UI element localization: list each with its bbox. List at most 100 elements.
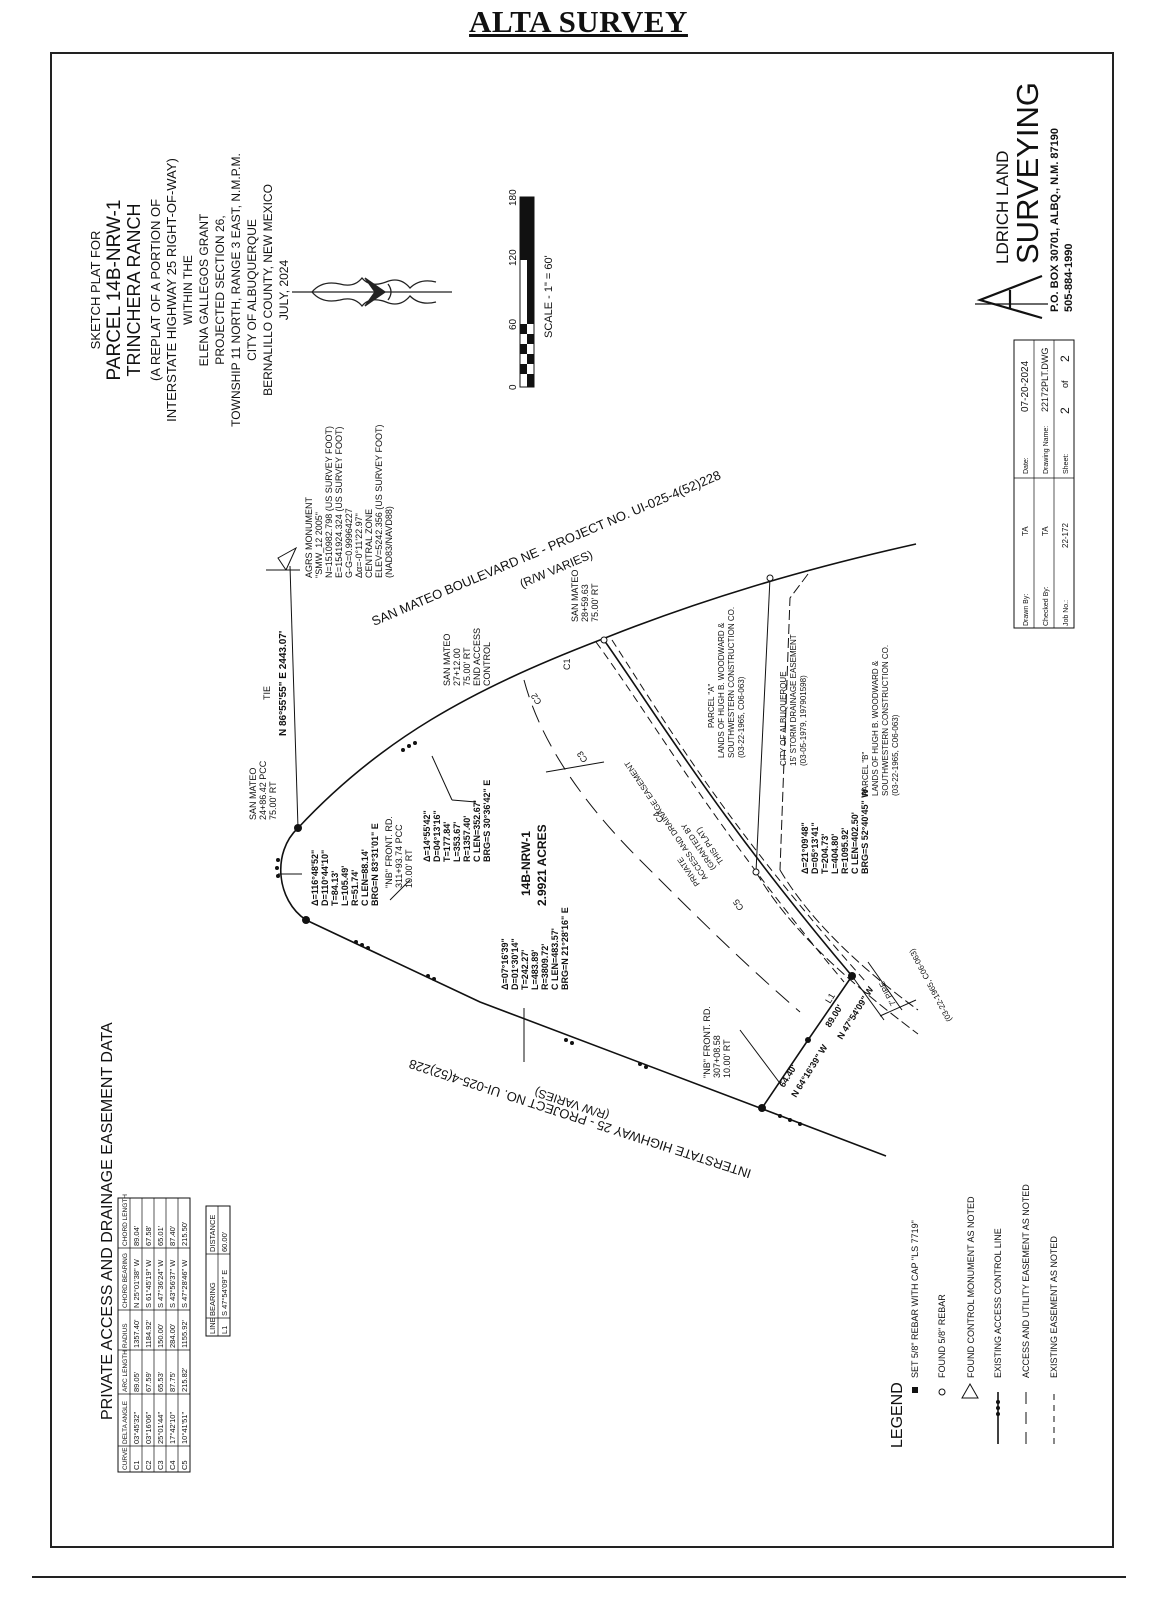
drawing-info-block: Drawn By: TA Checked By: TA Job No.: 22-… — [1013, 339, 1075, 629]
monument-line: CENTRAL ZONE — [364, 509, 374, 578]
curve-value: BRG=S 52°40'45" W — [860, 789, 870, 874]
table-cell: C4 — [168, 1460, 177, 1470]
title-line: WITHIN THE — [181, 255, 195, 325]
title-line: PROJECTED SECTION 26, — [213, 215, 227, 364]
table-cell: 17°42'10" — [168, 1412, 177, 1444]
title-line: TOWNSHIP 11 NORTH, RANGE 3 EAST, N.M.P.M… — [229, 153, 243, 427]
pipe-text: (03-22-1965, C06-063) — [907, 947, 953, 1023]
storm-drainage-line — [779, 869, 919, 1011]
station-labels: SAN MATEO 24+86.42 PCC 75.00' RT SAN MAT… — [248, 570, 732, 1078]
info-value: 22-172 — [1061, 523, 1070, 548]
parcel-b-line: (03-22-1965, C06-063) — [891, 714, 900, 796]
table-title: PRIVATE ACCESS AND DRAINAGE EASEMENT DAT… — [99, 1022, 116, 1420]
curve-value: R=1095.92' — [840, 828, 850, 874]
curve-value: Δ=14°55'42" — [422, 810, 432, 862]
curve-value: Δ=07°16'39" — [500, 938, 510, 990]
table-cell: 03°45'32" — [132, 1412, 141, 1444]
company-name-bottom: SURVEYING — [1010, 82, 1045, 264]
table-cell: S 47°54'09" E — [220, 1270, 229, 1316]
legend-item: EXISTING ACCESS CONTROL LINE — [993, 1228, 1003, 1378]
info-value: of — [1060, 380, 1070, 388]
table-cell: 215.50' — [180, 1221, 189, 1246]
curve-value: L=105.49' — [340, 866, 350, 906]
table-cell: CURVE — [122, 1447, 129, 1470]
table-cell: 215.82' — [180, 1367, 189, 1392]
title-line: INTERSTATE HIGHWAY 25 RIGHT-OF-WAY) — [164, 158, 179, 422]
city-line: (03-05-1979, 197901598) — [799, 675, 808, 766]
info-label: Drawing Name: — [1043, 426, 1050, 474]
info-label: Date: — [1023, 457, 1030, 474]
station-line: 24+86.42 PCC — [258, 760, 268, 820]
curve-tag-c1: C1 — [562, 658, 572, 670]
table-cell: C5 — [180, 1460, 189, 1470]
info-value: TA — [1021, 526, 1030, 536]
legend-item: ACCESS AND UTILITY EASEMENT AS NOTED — [1021, 1184, 1031, 1378]
table-cell: 60.00' — [220, 1231, 229, 1252]
curve-value: D=01°30'14" — [510, 938, 520, 990]
private-easement-text: ACCESS AND DRAINAGE EASEMENT — [623, 759, 710, 882]
info-value: TA — [1041, 526, 1050, 536]
set-rebar-icon — [912, 1387, 918, 1393]
title-line: BERNALILLO COUNTY, NEW MEXICO — [261, 184, 275, 396]
legend-title: LEGEND — [889, 1382, 906, 1448]
title-line: PARCEL 14B-NRW-1 — [104, 200, 125, 381]
parcel-b-line: SOUTHWESTERN CONSTRUCTION CO. — [881, 645, 890, 796]
company-name-top: LDRICH LAND — [993, 151, 1012, 264]
knuckle-curve — [279, 827, 307, 921]
parcel-b-line: LANDS OF HUGH B. WOODWARD & — [871, 660, 880, 796]
surveying-logo-icon — [975, 274, 1048, 320]
title-line: JULY, 2024 — [277, 260, 291, 321]
table-cell: 87.75' — [168, 1371, 177, 1392]
parcel-a-line: PARCEL "A" — [707, 683, 716, 728]
monument-line: Δα=-0°11'22.97" — [354, 513, 364, 578]
table-cell: 65.53' — [156, 1371, 165, 1392]
curve-tag-c3: C3 — [575, 749, 590, 764]
legend-item: EXISTING EASEMENT AS NOTED — [1049, 1236, 1059, 1378]
storm-drainage-line — [755, 577, 771, 873]
curve-value: C LEN=88.14' — [360, 849, 370, 906]
table-cell: 87.40' — [168, 1225, 177, 1246]
pipe-easement-line — [867, 961, 917, 1017]
private-easement-line — [523, 679, 801, 1013]
info-label: Job No.: — [1063, 600, 1070, 626]
easement-data-table: PRIVATE ACCESS AND DRAINAGE EASEMENT DAT… — [99, 1022, 191, 1473]
station-line: SAN MATEO — [442, 634, 452, 686]
table-cell: CHORD BEARING — [122, 1253, 129, 1308]
station-line: 75.00' RT — [462, 647, 472, 686]
city-line: 15' STORM DRAINAGE EASEMENT — [789, 634, 798, 766]
easement-line — [595, 641, 845, 983]
station-line: 75.00' RT — [590, 583, 600, 622]
info-label: Checked By: — [1043, 586, 1050, 626]
table-cell: 65.01' — [156, 1225, 165, 1246]
info-value: 2 — [1058, 355, 1072, 362]
info-value: 07-20-2024 — [1020, 360, 1031, 412]
curve-value: D=04°13'16" — [432, 810, 442, 862]
easement-labels: PRIVATE ACCESS AND DRAINAGE EASEMENT (GR… — [623, 759, 954, 1023]
scale-label: SCALE - 1" = 60' — [543, 255, 555, 338]
city-line: CITY OF ALBUQUERQUE — [779, 671, 788, 766]
title-line: (A REPLAT OF A PORTION OF — [148, 199, 163, 381]
legend-item: FOUND 5/8" REBAR — [937, 1294, 947, 1378]
table-cell: C2 — [144, 1460, 153, 1470]
monument-line: G-G=0.99964227 — [344, 508, 354, 578]
plat-title-block: SKETCH PLAT FOR PARCEL 14B-NRW-1 TRINCHE… — [88, 153, 291, 427]
table-cell: CHORD LENGTH — [122, 1194, 129, 1246]
table-cell: 03°16'06" — [144, 1412, 153, 1444]
pipe-easement-line — [851, 975, 885, 1021]
curve-value: BRG=N 83°31'01" E — [370, 823, 380, 906]
legend-item: FOUND CONTROL MONUMENT AS NOTED — [966, 1196, 976, 1378]
east-boundary-line — [603, 639, 853, 977]
station-line: 27+12.00 — [452, 648, 462, 686]
station-line: SAN MATEO — [570, 570, 580, 622]
scale-tick: 120 — [508, 249, 519, 266]
parcel-b-line: PARCEL "B" — [861, 751, 870, 796]
station-line: 307+08.58 — [712, 1035, 722, 1078]
rebar-markers — [275, 574, 856, 1126]
curve-value: R=51.74' — [350, 870, 360, 906]
curve-value: D=110°44'10" — [320, 850, 330, 906]
table-cell: C3 — [156, 1460, 165, 1470]
table-cell: 1357.40' — [132, 1319, 141, 1348]
adjoining-parcels: PARCEL "A" LANDS OF HUGH B. WOODWARD & S… — [707, 607, 900, 796]
